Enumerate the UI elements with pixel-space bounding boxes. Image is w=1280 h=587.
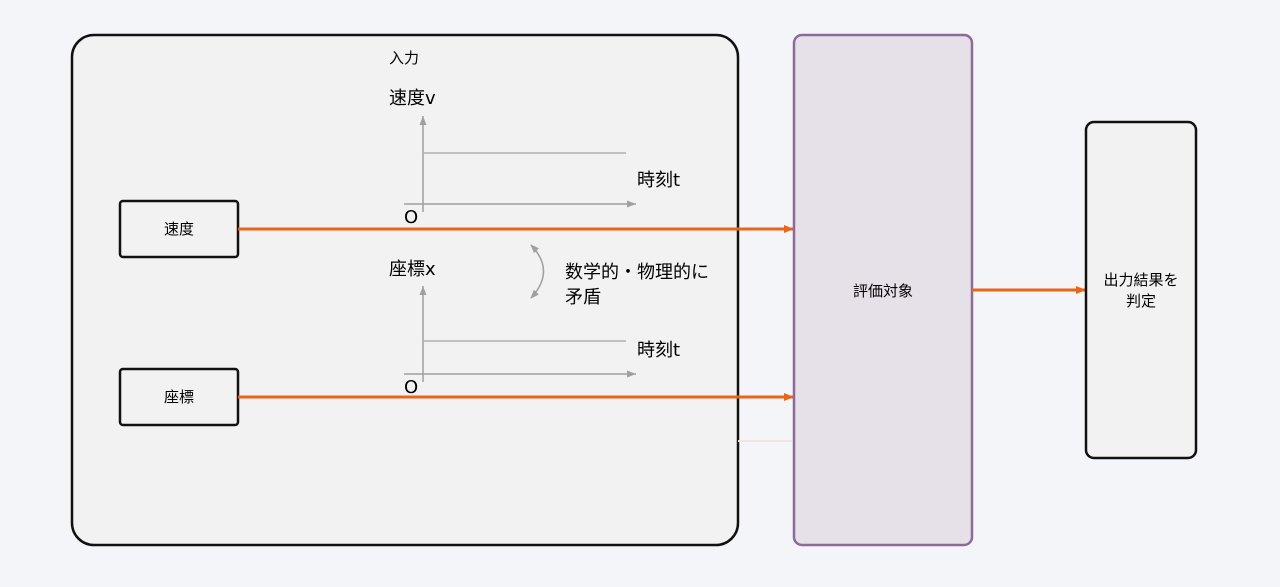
velocity-box-label: 速度 [164, 220, 194, 238]
velocity-origin-label: O [404, 207, 418, 228]
output-label-line1: 出力結果を [1103, 271, 1178, 289]
output-box[interactable] [1084, 120, 1198, 460]
contradiction-curved-arrow [530, 244, 545, 299]
contradiction-label-line1: 数学的・物理的に [565, 262, 709, 283]
velocity-x-label: 時刻t [637, 170, 680, 191]
position-graph: 座標x 時刻t O [389, 259, 680, 398]
velocity-graph: 速度v 時刻t O [389, 88, 680, 228]
position-x-label: 時刻t [637, 340, 680, 361]
position-y-label: 座標x [389, 259, 436, 280]
input-panel [70, 33, 740, 547]
position-box-label: 座標 [164, 388, 194, 406]
output-label-line2: 判定 [1126, 292, 1156, 310]
contradiction-label-line2: 矛盾 [565, 287, 601, 308]
input-title: 入力 [389, 49, 419, 67]
position-origin-label: O [404, 377, 418, 398]
evaluation-label: 評価対象 [853, 282, 913, 300]
velocity-y-label: 速度v [389, 88, 436, 109]
